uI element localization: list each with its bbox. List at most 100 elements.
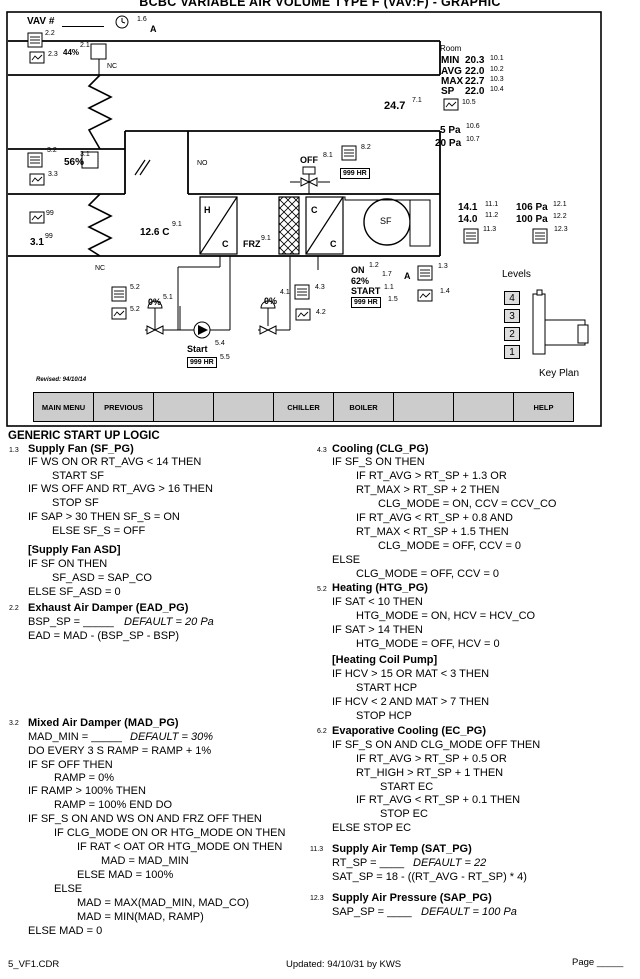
fan-speed: 62%	[351, 276, 370, 286]
logic-line: IF HCV > 15 OR MAT < 3 THEN	[332, 668, 490, 680]
schematic-drawing	[6, 11, 602, 427]
ref-11-3: 11.3	[310, 846, 324, 853]
ref-4-3: 4.3	[315, 284, 325, 291]
logic-default: DEFAULT = 30%	[130, 731, 214, 743]
report-icon	[111, 286, 127, 302]
evap-cooling-heading: Evaporative Cooling (EC_PG)	[332, 725, 487, 737]
ref-8-1: 8.1	[323, 152, 333, 159]
vav-number-blank[interactable]	[62, 26, 104, 27]
building-pressure: 5 Pa	[440, 125, 461, 136]
mad-damper-box	[81, 151, 99, 169]
min-label: MIN	[441, 55, 460, 66]
ref-9-1: 9.1	[172, 221, 182, 228]
report-icon	[27, 32, 43, 48]
logic-line: MAD_MIN = _____	[28, 731, 122, 743]
page-number: Page _____	[572, 957, 624, 968]
graphic-frame	[6, 11, 602, 427]
sp-label: SP	[441, 86, 455, 97]
logic-line: IF WS OFF AND RT_AVG > 16 THEN	[28, 483, 213, 495]
ref-10-6: 10.6	[466, 123, 480, 130]
hcv-position: 0%	[148, 297, 162, 307]
logic-line: IF WS ON OR RT_AVG < 14 THEN	[28, 456, 202, 468]
ref-10-3: 10.3	[490, 76, 504, 83]
heating-coil-label: H	[204, 205, 211, 215]
logic-line: CLG_MODE = OFF, CCV = 0	[356, 568, 500, 580]
ref-12-3: 12.3	[310, 895, 324, 902]
ref-1-3: 1.3	[438, 263, 448, 270]
logic-line: START HCP	[356, 682, 418, 694]
logic-heading: GENERIC START UP LOGIC	[8, 430, 160, 442]
logic-default: DEFAULT = 100 Pa	[421, 906, 517, 918]
ref-3-1: 3.1	[80, 151, 90, 158]
logic-line: MAD = MAD_MIN	[101, 855, 189, 867]
nav-button-blank-2[interactable]	[213, 392, 274, 422]
ref-5-1: 5.1	[163, 294, 173, 301]
ref-1-1: 1.1	[384, 284, 394, 291]
nav-button-blank-1[interactable]	[153, 392, 214, 422]
trend-icon	[443, 98, 459, 111]
fan-asd-heading: [Supply Fan ASD]	[28, 544, 121, 556]
normally-closed-label: NC	[107, 63, 118, 70]
logic-line: CLG_MODE = OFF, CCV = 0	[378, 540, 522, 552]
ref-2-2: 2.2	[45, 30, 55, 37]
fan-status: ON	[351, 265, 365, 275]
logic-line: IF CLG_MODE ON OR HTG_MODE ON THEN	[54, 827, 286, 839]
logic-line: IF RT_AVG > RT_SP + 0.5 OR	[356, 753, 507, 765]
level-3-button[interactable]: 3	[504, 309, 520, 323]
ref-12-1: 12.1	[553, 201, 567, 208]
logic-line: HTG_MODE = OFF, HCV = 0	[356, 638, 500, 650]
report-icon	[341, 145, 357, 161]
vav-damper-box	[90, 43, 107, 60]
logic-line: IF SF OFF THEN	[28, 759, 113, 771]
ec-run-hours: 999 HR	[340, 168, 370, 179]
file-name: 5_VF1.CDR	[8, 959, 60, 970]
heating-heading: Heating (HTG_PG)	[332, 582, 428, 594]
sat-heading: Supply Air Temp (SAT_PG)	[332, 843, 472, 855]
supply-pressure-sp: 100 Pa	[516, 214, 548, 225]
logic-line: BSP_SP = _____	[28, 616, 114, 628]
ref-4-1: 4.1	[280, 289, 290, 296]
ref-11-3: 11.3	[483, 226, 497, 233]
boiler-button[interactable]: BOILER	[333, 392, 394, 422]
ref-4-2: 4.2	[316, 309, 326, 316]
freeze-stat-filter	[278, 196, 300, 255]
outside-air-temp: 3.1	[30, 237, 44, 248]
avg-value: 22.0	[465, 66, 485, 77]
logic-line: RT_MAX > RT_SP + 2 THEN	[356, 484, 500, 496]
fan-run-hours: 999 HR	[351, 297, 381, 308]
previous-button[interactable]: PREVIOUS	[93, 392, 154, 422]
help-button[interactable]: HELP	[513, 392, 574, 422]
ref-1-7: 1.7	[382, 271, 392, 278]
level-2-button[interactable]: 2	[504, 327, 520, 341]
logic-line: ELSE SF_S = OFF	[52, 525, 146, 537]
logic-line: IF RAT < OAT OR HTG_MODE ON THEN	[77, 841, 283, 853]
chiller-button[interactable]: CHILLER	[273, 392, 334, 422]
level-4-button[interactable]: 4	[504, 291, 520, 305]
ref-8-2: 8.2	[361, 144, 371, 151]
ref-5-2: 5.2	[317, 586, 327, 593]
trend-icon	[295, 308, 311, 321]
logic-line: RT_HIGH > RT_SP + 1 THEN	[356, 767, 504, 779]
sp-value: 22.0	[465, 86, 485, 97]
vav-label: VAV #	[27, 16, 55, 27]
logic-line: STOP HCP	[356, 710, 412, 722]
main-menu-button[interactable]: MAIN MENU	[33, 392, 94, 422]
nav-button-blank-3[interactable]	[393, 392, 454, 422]
room-label: Room	[440, 44, 462, 53]
nav-button-blank-4[interactable]	[453, 392, 514, 422]
logic-line: ELSE MAD = 0	[28, 925, 103, 937]
ref-3-2: 3.2	[9, 720, 19, 727]
coil-label: C	[330, 239, 337, 249]
updated-note: Updated: 94/10/31 by KWS	[286, 959, 402, 970]
page-title: BCBC VARIABLE AIR VOLUME TYPE F (VAV:F) …	[139, 0, 501, 9]
logic-line: ELSE STOP EC	[332, 822, 412, 834]
ref-6-2: 6.2	[317, 728, 327, 735]
level-1-button[interactable]: 1	[504, 345, 520, 359]
ref-12-3: 12.3	[554, 226, 568, 233]
logic-line: SAP_SP = ____	[332, 906, 412, 918]
ref-99b: 99	[45, 233, 53, 240]
logic-line: ELSE MAD = 100%	[77, 869, 174, 881]
ref-12-2: 12.2	[553, 213, 567, 220]
report-icon	[463, 228, 479, 244]
logic-line: STOP EC	[380, 808, 428, 820]
